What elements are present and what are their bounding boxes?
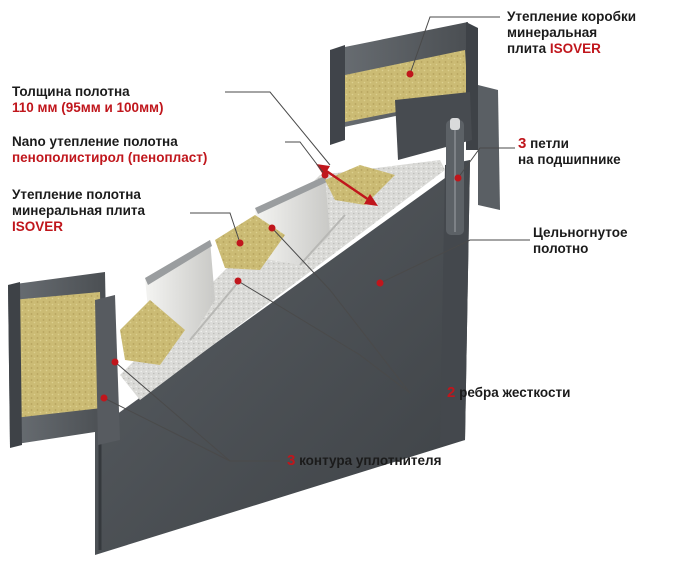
label-hinges: 3 петли на подшипнике — [518, 135, 621, 168]
label-bent-leaf: Цельногнутое полотно — [533, 225, 628, 256]
leaf-wool-slabs — [120, 165, 395, 365]
leader-lines — [103, 16, 530, 462]
right-frame — [330, 22, 500, 210]
label-leaf-thickness: Толщина полотна 110 мм (95мм и 100мм) — [12, 84, 164, 115]
label-ribs: 2 ребра жесткости — [447, 384, 571, 401]
foam-core — [120, 160, 445, 400]
left-frame — [8, 272, 120, 448]
callout-dots — [100, 70, 462, 402]
label-seals: 3 контура уплотнителя — [287, 452, 442, 469]
label-nano-insulation: Nano утепление полотна пенополистирол (п… — [12, 134, 208, 165]
label-leaf-insulation: Утепление полотна минеральная плита ISOV… — [12, 187, 146, 234]
label-box-insulation: Утепление коробки минеральная плита ISOV… — [507, 9, 637, 56]
frame-wool-left — [12, 292, 102, 418]
